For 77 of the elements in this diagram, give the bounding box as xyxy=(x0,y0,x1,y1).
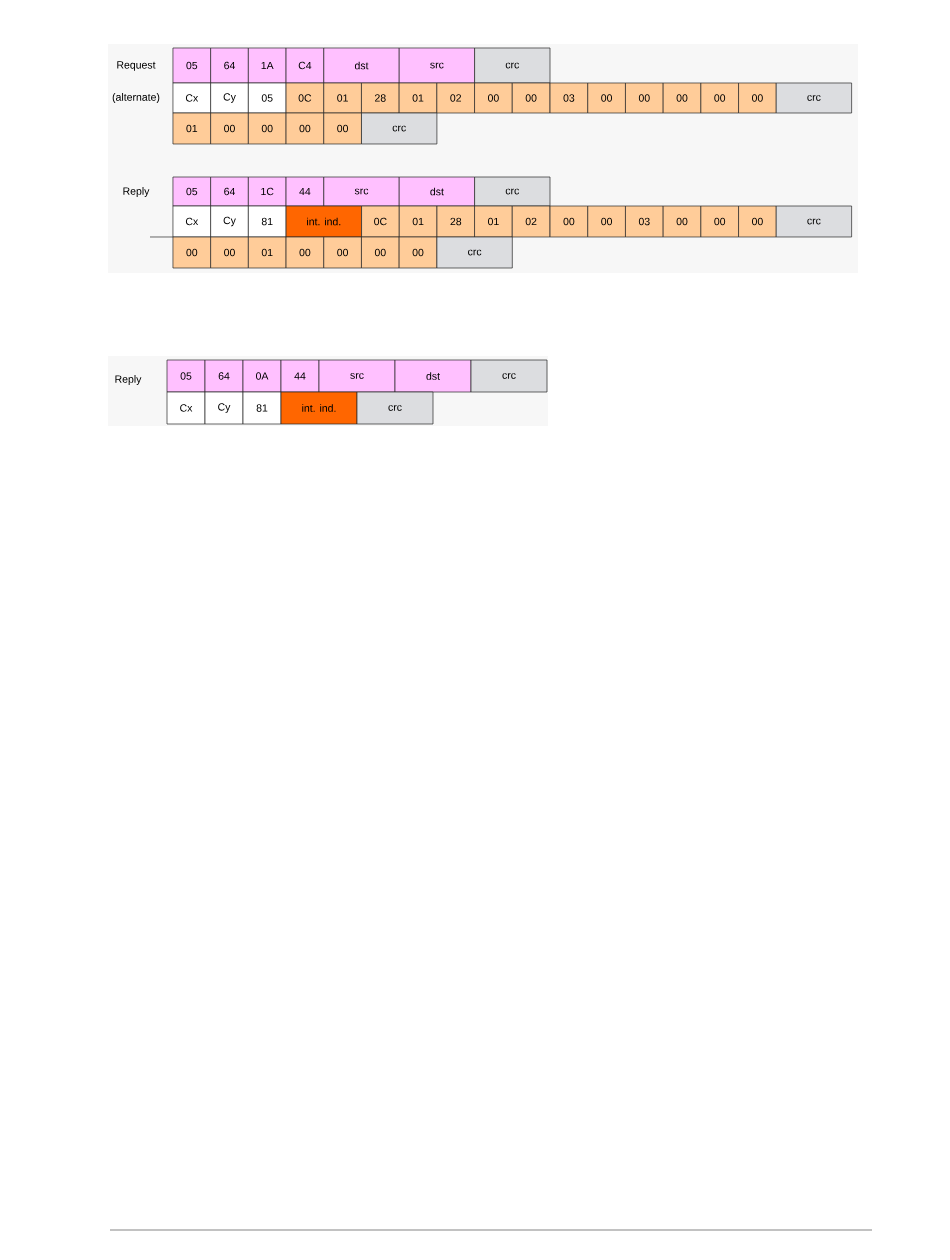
field-cell: 00 xyxy=(700,82,739,114)
field-cell: Cy xyxy=(210,205,249,238)
field-cell: 00 xyxy=(248,112,287,145)
field-cell: crc xyxy=(470,359,548,393)
field-cell: 1C xyxy=(248,176,287,207)
field-cell: 0C xyxy=(285,82,325,114)
field-cell: 00 xyxy=(285,236,325,269)
field-cell: Cy xyxy=(210,82,249,114)
field-cell: 03 xyxy=(625,205,664,238)
field-cell: Cy xyxy=(204,391,244,425)
field-cell: 00 xyxy=(700,205,739,238)
field-cell: Cx xyxy=(172,205,211,238)
field-cell: 1A xyxy=(248,47,287,84)
field-cell: 01 xyxy=(398,82,438,114)
field-cell: 00 xyxy=(587,205,626,238)
field-cell: 00 xyxy=(323,112,362,145)
field-cell: 00 xyxy=(285,112,325,145)
field-cell: int. ind. xyxy=(285,205,362,238)
field-cell: 01 xyxy=(172,112,211,145)
row-label: (alternate) xyxy=(112,93,160,103)
field-cell: 64 xyxy=(204,359,244,393)
field-cell: 05 xyxy=(172,176,211,207)
field-cell: int. ind. xyxy=(280,391,358,425)
field-cell: 00 xyxy=(398,236,438,269)
field-cell: 00 xyxy=(587,82,626,114)
field-cell: 00 xyxy=(662,205,702,238)
row-label: Request xyxy=(117,61,156,71)
field-cell: 28 xyxy=(361,82,400,114)
field-cell: dst xyxy=(398,176,475,207)
field-cell: 0C xyxy=(361,205,400,238)
field-cell: 00 xyxy=(172,236,211,269)
field-cell: crc xyxy=(356,391,434,425)
row-label: Reply xyxy=(123,187,150,197)
field-cell: Cx xyxy=(172,82,211,114)
field-cell: 28 xyxy=(436,205,475,238)
field-cell: 01 xyxy=(248,236,287,269)
field-cell: src xyxy=(398,47,475,84)
field-cell: 01 xyxy=(474,205,513,238)
field-cell: 64 xyxy=(210,176,249,207)
field-cell: src xyxy=(318,359,396,393)
field-cell: 03 xyxy=(549,82,589,114)
field-cell: dst xyxy=(394,359,472,393)
field-cell: 00 xyxy=(210,112,249,145)
field-cell: 00 xyxy=(625,82,664,114)
field-cell: 00 xyxy=(662,82,702,114)
field-cell: 81 xyxy=(242,391,282,425)
field-cell: dst xyxy=(323,47,400,84)
field-cell: crc xyxy=(361,112,438,145)
field-cell: src xyxy=(323,176,400,207)
field-cell: 44 xyxy=(285,176,325,207)
field-cell: 44 xyxy=(280,359,320,393)
field-cell: 00 xyxy=(210,236,249,269)
field-cell: 02 xyxy=(511,205,551,238)
field-cell: crc xyxy=(436,236,513,269)
field-cell: Cx xyxy=(166,391,206,425)
field-cell: 00 xyxy=(361,236,400,269)
field-cell: 00 xyxy=(549,205,589,238)
field-cell: 01 xyxy=(398,205,438,238)
field-cell: crc xyxy=(775,82,852,114)
field-cell: crc xyxy=(474,176,551,207)
field-cell: 00 xyxy=(511,82,551,114)
field-cell: C4 xyxy=(285,47,325,84)
field-cell: 64 xyxy=(210,47,249,84)
field-cell: crc xyxy=(474,47,551,84)
field-cell: 0A xyxy=(242,359,282,393)
field-cell: 00 xyxy=(738,205,777,238)
field-cell: 01 xyxy=(323,82,362,114)
field-cell: 05 xyxy=(248,82,287,114)
field-cell: 00 xyxy=(474,82,513,114)
field-cell: 00 xyxy=(323,236,362,269)
field-cell: crc xyxy=(775,205,852,238)
field-cell: 02 xyxy=(436,82,475,114)
field-cell: 81 xyxy=(248,205,287,238)
field-cell: 05 xyxy=(166,359,206,393)
row-label: Reply xyxy=(115,375,142,385)
field-cell: 05 xyxy=(172,47,211,84)
field-cell: 00 xyxy=(738,82,777,114)
